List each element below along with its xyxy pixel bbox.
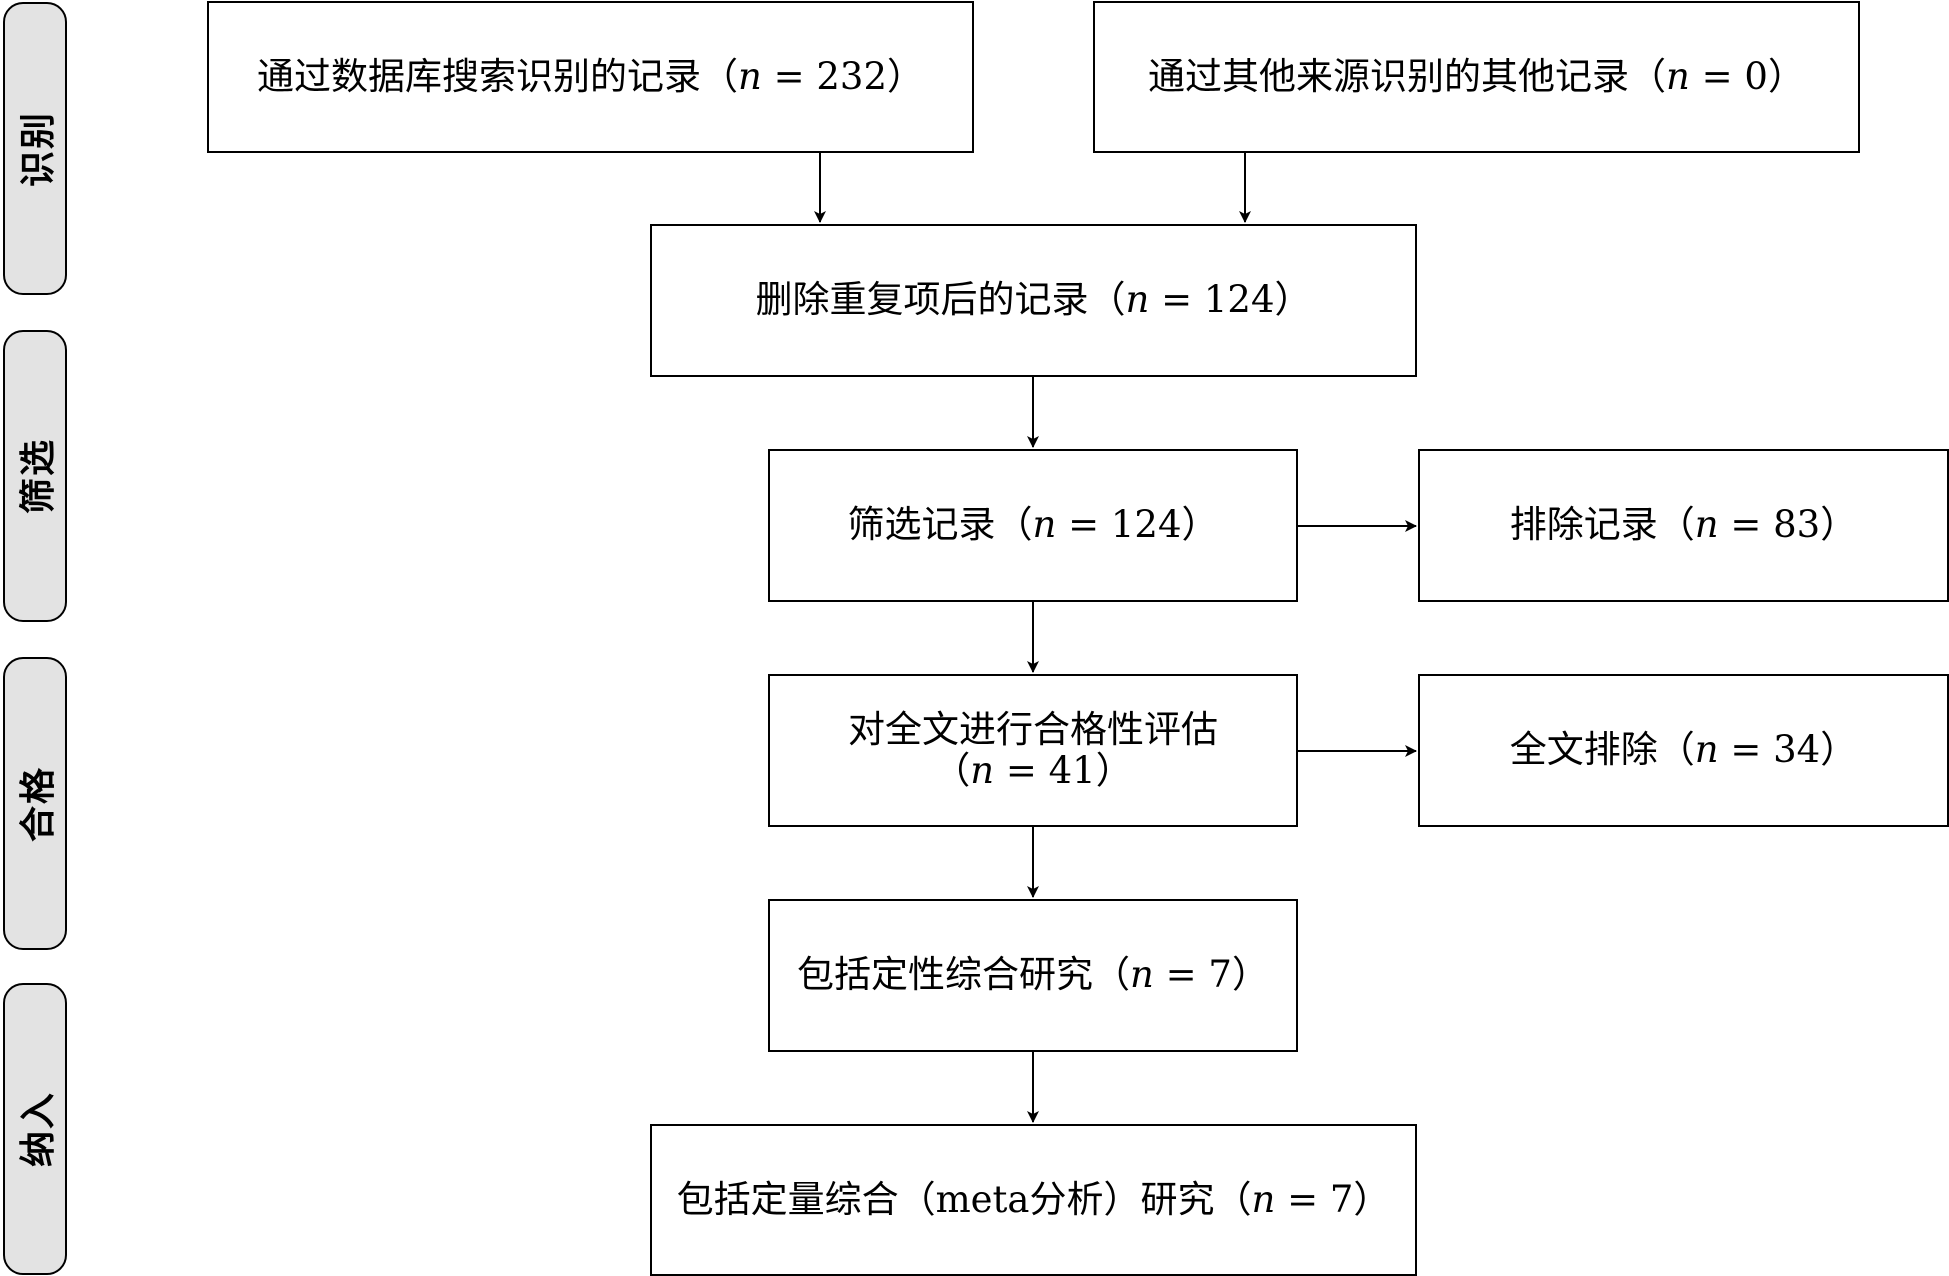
fulltext-excluded-text: 全文排除（n = 34） — [1509, 728, 1858, 772]
screened-records-box: 筛选记录（n = 124） — [768, 449, 1298, 602]
quantitative-synthesis-box: 包括定量综合（meta分析）研究（n = 7） — [650, 1124, 1417, 1276]
deduplicated-records-text: 删除重复项后的记录（n = 124） — [755, 278, 1312, 322]
fulltext-assessed-line2: （n = 41） — [933, 748, 1133, 792]
other-records-box: 通过其他来源识别的其他记录（n = 0） — [1093, 1, 1860, 153]
database-records-box: 通过数据库搜索识别的记录（n = 232） — [207, 1, 974, 153]
phase-screening: 筛选 — [3, 330, 67, 622]
phase-identification: 识别 — [3, 2, 67, 295]
phase-eligibility: 合格 — [3, 657, 67, 950]
excluded-records-box: 排除记录（n = 83） — [1418, 449, 1949, 602]
fulltext-assessed-box: 对全文进行合格性评估 （n = 41） — [768, 674, 1298, 827]
qualitative-synthesis-box: 包括定性综合研究（n = 7） — [768, 899, 1298, 1052]
deduplicated-records-box: 删除重复项后的记录（n = 124） — [650, 224, 1417, 377]
other-records-text: 通过其他来源识别的其他记录（n = 0） — [1148, 54, 1805, 98]
phase-included: 纳入 — [3, 983, 67, 1275]
fulltext-assessed-line1: 对全文进行合格性评估 — [848, 707, 1218, 751]
database-records-text: 通过数据库搜索识别的记录（n = 232） — [257, 54, 924, 98]
qualitative-synthesis-text: 包括定性综合研究（n = 7） — [797, 953, 1269, 997]
screened-records-text: 筛选记录（n = 124） — [847, 503, 1219, 547]
excluded-records-text: 排除记录（n = 83） — [1509, 503, 1858, 547]
fulltext-excluded-box: 全文排除（n = 34） — [1418, 674, 1949, 827]
quantitative-synthesis-text: 包括定量综合（meta分析）研究（n = 7） — [676, 1177, 1391, 1221]
